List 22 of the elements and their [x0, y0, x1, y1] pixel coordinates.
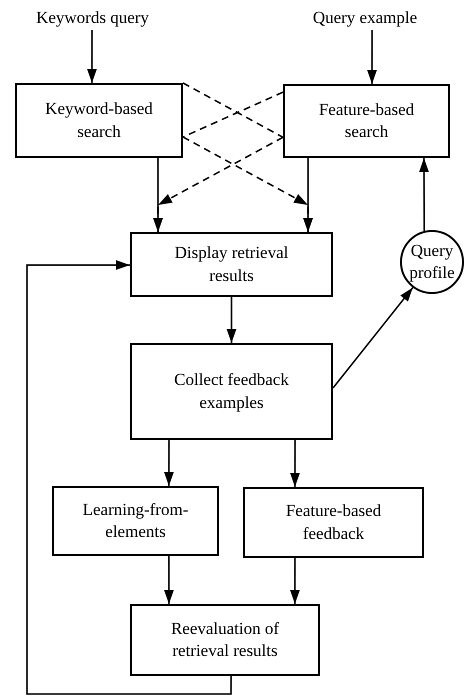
- profile-circle: Query profile: [400, 230, 464, 294]
- query-label: Query example: [290, 6, 440, 30]
- process-box: Display retrieval results: [130, 232, 333, 297]
- arrow: [26, 260, 232, 695]
- process-box: Learning-from-elements: [52, 486, 219, 556]
- dashed-arrow: [182, 136, 313, 232]
- arrow: [332, 287, 414, 388]
- arrow: [290, 558, 300, 604]
- arrow: [367, 30, 377, 84]
- dashed-arrow: [153, 136, 284, 232]
- process-box: Collect feedback examples: [130, 343, 333, 440]
- arrow: [164, 440, 174, 486]
- arrow: [87, 30, 97, 83]
- process-box: Reevaluation of retrieval results: [130, 604, 320, 676]
- process-box: Feature-based feedback: [243, 487, 424, 558]
- arrow: [226, 297, 236, 343]
- process-box: Keyword-based search: [15, 83, 183, 158]
- query-label: Keywords query: [10, 6, 175, 30]
- process-box: Feature-based search: [283, 84, 450, 158]
- arrow: [419, 158, 429, 231]
- arrow: [290, 440, 300, 487]
- arrow: [164, 556, 174, 604]
